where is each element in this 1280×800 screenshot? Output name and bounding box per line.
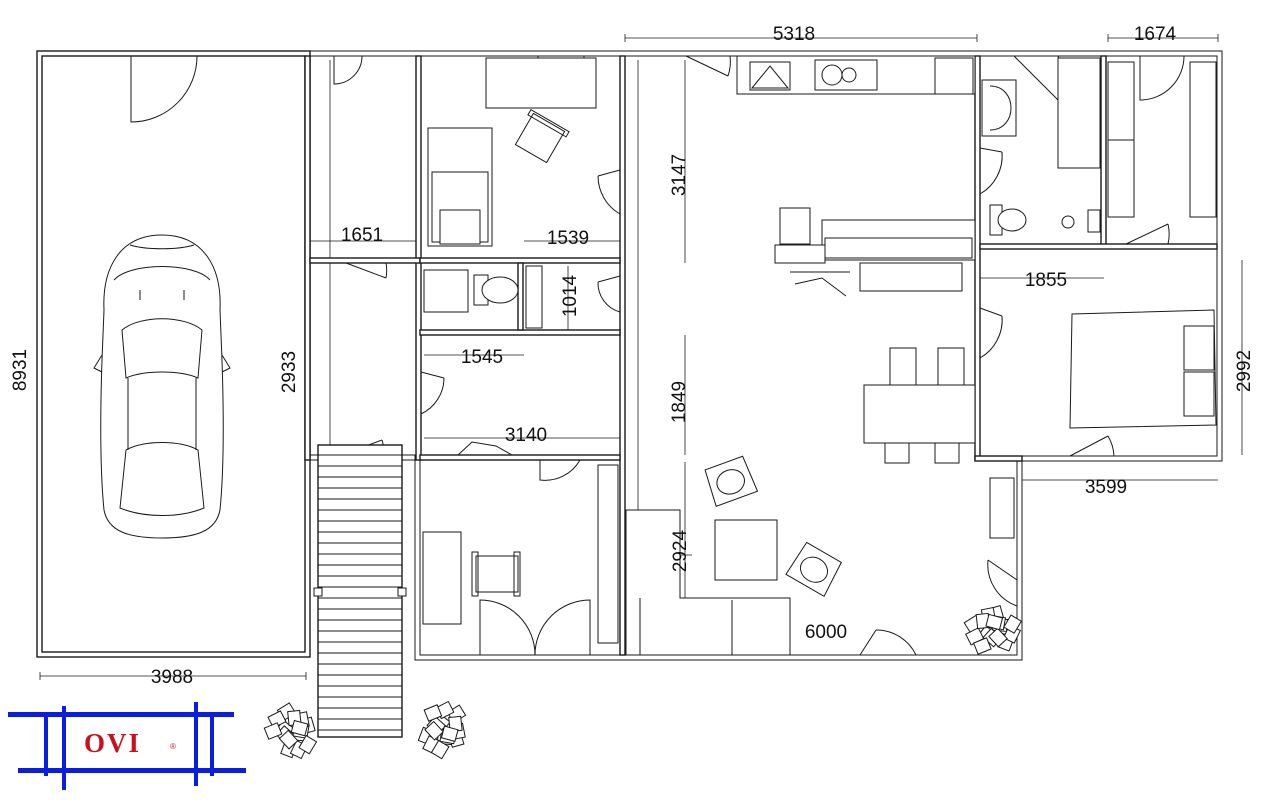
dim-hall-width: 1651 [341,225,383,246]
dim-hall-height: 2933 [279,351,300,393]
bathroom-fixtures [981,57,1101,236]
dim-living-mid: 1849 [669,381,690,423]
dimension-lines [39,34,1243,680]
logo-text: OVI [84,728,141,758]
closet-fixtures [1107,61,1217,218]
kitchen-fixtures [736,55,976,297]
bedroom2-bed [1069,309,1217,429]
dining-set [863,347,976,464]
dim-living-bottom: 2924 [670,529,691,572]
dim-living-top: 3147 [669,154,690,196]
dim-wc-depth: 1014 [560,274,581,317]
dim-top-main: 5318 [773,24,815,45]
car-icon [93,234,231,539]
dim-living-width: 6000 [805,622,847,643]
dim-storage-width: 1545 [461,347,503,368]
dim-bedroom2-height: 2992 [1234,350,1255,392]
dim-left-total: 8931 [10,349,31,391]
bedroom1-furniture [427,57,597,247]
dim-bedroom1-width: 1539 [547,228,589,249]
logo-frame [8,702,246,790]
staircase [313,444,407,738]
dimension-labels: 5318 1674 8931 3988 2933 1651 1539 1014 … [10,24,1255,688]
wc-fixtures [423,265,543,456]
dim-terrace-width: 3599 [1085,477,1127,498]
walls [36,50,1223,661]
plants [263,605,1023,760]
office-furniture [422,464,619,644]
doors [130,55,1185,656]
company-logo: OVI ® [8,702,246,790]
dim-bedroom2-width: 1855 [1025,270,1067,291]
dim-garage-width: 3988 [151,667,193,688]
dim-laundry-width: 3140 [505,425,547,446]
logo-registered-mark: ® [170,742,176,751]
living-furniture [625,455,1015,656]
dim-top-right: 1674 [1134,24,1177,45]
